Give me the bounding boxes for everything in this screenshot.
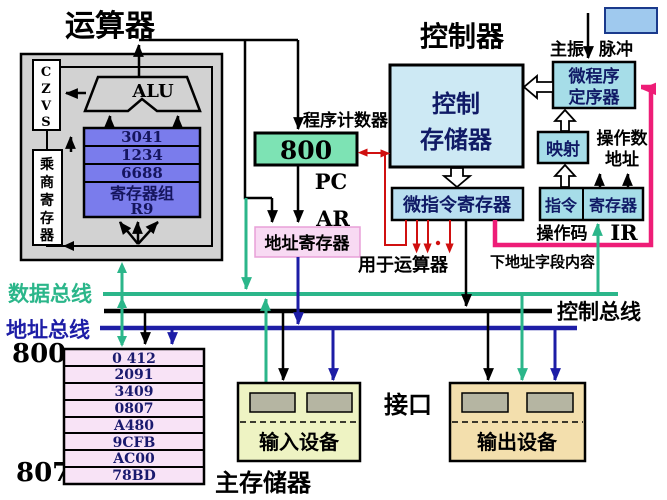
mq-char-5: 器 [39,227,55,243]
pc-box [253,131,359,167]
control-store-line1: 控制 [432,90,480,118]
pc-caption: 程序计数器 [303,110,389,130]
memory-cell-5: 9CFB [113,435,156,451]
micro-instruction-register-box [390,186,525,222]
register-value-2: 1234 [121,146,163,164]
sequencer-box [551,60,637,110]
register-r9-label: R9 [131,200,154,218]
instruction-register-right: 寄存器 [589,196,638,215]
opcode-label: 操作码 [537,223,588,243]
to-ar-elbow-line [243,40,272,200]
flag-c: C [41,65,51,80]
main-memory-label: 主存储器 [215,469,312,497]
input-port-slot-2 [306,392,353,413]
output-port-slot-2 [526,392,574,413]
instruction-register-left: 指令 [545,196,578,215]
input-port-slot-1 [249,392,296,413]
buses [100,292,618,331]
pc-value: 800 [280,136,332,165]
ir-to-mapping-arrow [552,163,578,188]
alu-output-routing [133,38,304,224]
arithmetic-unit: ALU C Z V S 乘 商 寄 存 器 3041 1234 6688 寄存器… [19,52,224,262]
memory-start-address: 800 [12,339,66,369]
to-mq-register-arrowhead [63,241,74,251]
pc-ar-section: 程序计数器 800 PC AR 地址寄存器 [253,110,389,326]
memory-cell-6: AC00 [112,451,155,467]
register-group-label: 寄存器组 [110,184,174,203]
sequencer-line1: 微程序 [568,66,620,86]
mapping-label: 映射 [546,139,580,159]
flag-s: S [41,115,50,130]
arrow-into-alu-unit [117,262,127,273]
clock-box [604,7,658,34]
ar-box [254,226,361,258]
next-addr-field-label: 下地址字段内容 [490,253,595,271]
next-address-feedback-line [492,82,656,248]
data-bus-label: 数据总线 [8,282,92,306]
memory-end-address: 807 [16,458,70,488]
register-value-3: 6688 [121,164,163,182]
interface-label: 接口 [384,392,432,419]
alu-label: ALU [131,81,174,102]
red-ellipsis-dot [435,240,441,246]
mq-char-1: 乘 [39,156,55,172]
memory-cell-0: 0 412 [112,351,156,367]
sequencer-to-control-store-arrow [522,74,554,100]
micro-instruction-register-label: 微指令寄存器 [402,194,512,215]
flag-v: V [40,99,52,114]
flag-register-box [32,59,61,131]
fan-arrow-left [118,221,139,245]
mapping-box [536,130,590,165]
memory-cell-7: 78BD [112,468,155,484]
red-control-signals [357,148,454,254]
pulse-label: 脉冲 [598,39,633,59]
alu-unit-title: 运算器 [65,9,156,43]
memory-cell-1: 2091 [115,367,154,383]
output-port-slot-1 [461,392,509,413]
output-device-label: 输出设备 [477,430,558,454]
register-value-1: 3041 [121,128,163,146]
control-store-to-mir-arrow [441,167,473,189]
mq-char-2: 商 [40,174,54,190]
for-alu-label: 用于运算器 [358,254,449,275]
ir-label: IR [610,220,638,245]
io-devices: 输入设备 接口 输出设备 [236,381,587,463]
operand-label-line2: 地址 [605,149,639,169]
memory-cell-4: A480 [113,418,154,434]
sequencer-line2: 定序器 [569,87,621,107]
register-file-box [82,126,202,219]
address-bus-label: 地址总线 [6,318,90,342]
ar-box-label: 地址寄存器 [265,233,351,253]
mq-register-box [32,149,63,246]
operand-label-line1: 操作数 [597,128,649,148]
control-bus-label: 控制总线 [557,300,641,324]
memory-cell-3: 0807 [115,401,154,417]
main-osc-label: 主振 [550,39,584,59]
alu-shape [83,75,202,113]
mq-char-4: 存 [40,210,54,226]
fan-arrow-right [137,220,159,245]
input-device-label: 输入设备 [259,430,340,454]
controller-section: 控制器 控制 存储器 微指令寄存器 微程序 定序器 映射 指令 寄存器 主振 脉… [357,7,658,308]
red-feedback-elbow [384,153,407,246]
arrow-into-data-bus [117,297,127,308]
instruction-register-box [538,186,645,222]
bus-connectors [117,198,561,383]
control-store-line2: 存储器 [420,126,493,154]
main-memory: 800 807 0 412 2091 3409 0807 A480 9CFB A… [12,339,312,497]
mq-char-3: 寄 [40,192,54,208]
pc-label: PC [315,169,348,194]
flag-z: Z [41,82,51,97]
mapping-to-sequencer-arrow [552,108,578,132]
arrow-into-memory [117,336,127,347]
memory-cell-2: 3409 [115,384,154,400]
control-store-box [388,63,525,169]
memory-row-dividers [64,365,204,468]
controller-title: 控制器 [420,21,505,52]
